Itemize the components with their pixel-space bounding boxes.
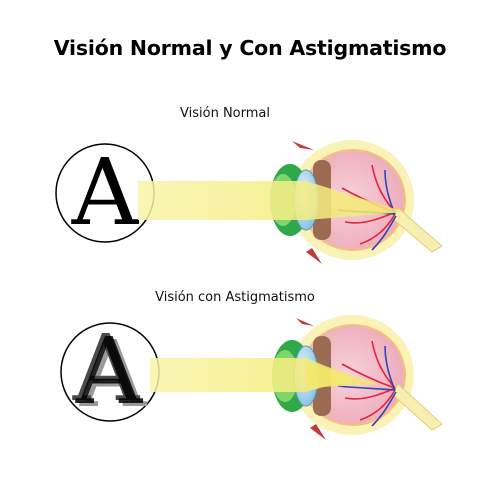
astigmatism-vision-panel: A A A bbox=[60, 315, 443, 440]
normal-muscle-bottom bbox=[306, 248, 322, 264]
normal-vision-label: Visión Normal bbox=[180, 106, 270, 121]
normal-muscle-top bbox=[292, 141, 314, 150]
astigmatism-light-beam-secondary bbox=[306, 362, 380, 388]
normal-light-beam bbox=[138, 181, 405, 220]
astigmatism-arteries bbox=[341, 340, 396, 421]
astigmatism-light-beam-primary bbox=[150, 358, 355, 392]
diagram-title: Visión Normal y Con Astigmatismo bbox=[53, 36, 447, 60]
astigmatism-muscle-top bbox=[296, 318, 314, 326]
astigmatism-letter-shadow: A bbox=[79, 321, 148, 428]
astigmatism-letter-a: A bbox=[75, 318, 144, 425]
astigmatism-muscle-bottom bbox=[310, 424, 326, 440]
astigmatism-letter-ghost: A bbox=[72, 315, 141, 422]
astigmatism-veins bbox=[337, 345, 397, 427]
astigmatism-vision-label: Visión con Astigmatismo bbox=[155, 290, 315, 305]
normal-letter-a: A bbox=[71, 139, 140, 246]
normal-vision-panel: A bbox=[55, 139, 443, 264]
